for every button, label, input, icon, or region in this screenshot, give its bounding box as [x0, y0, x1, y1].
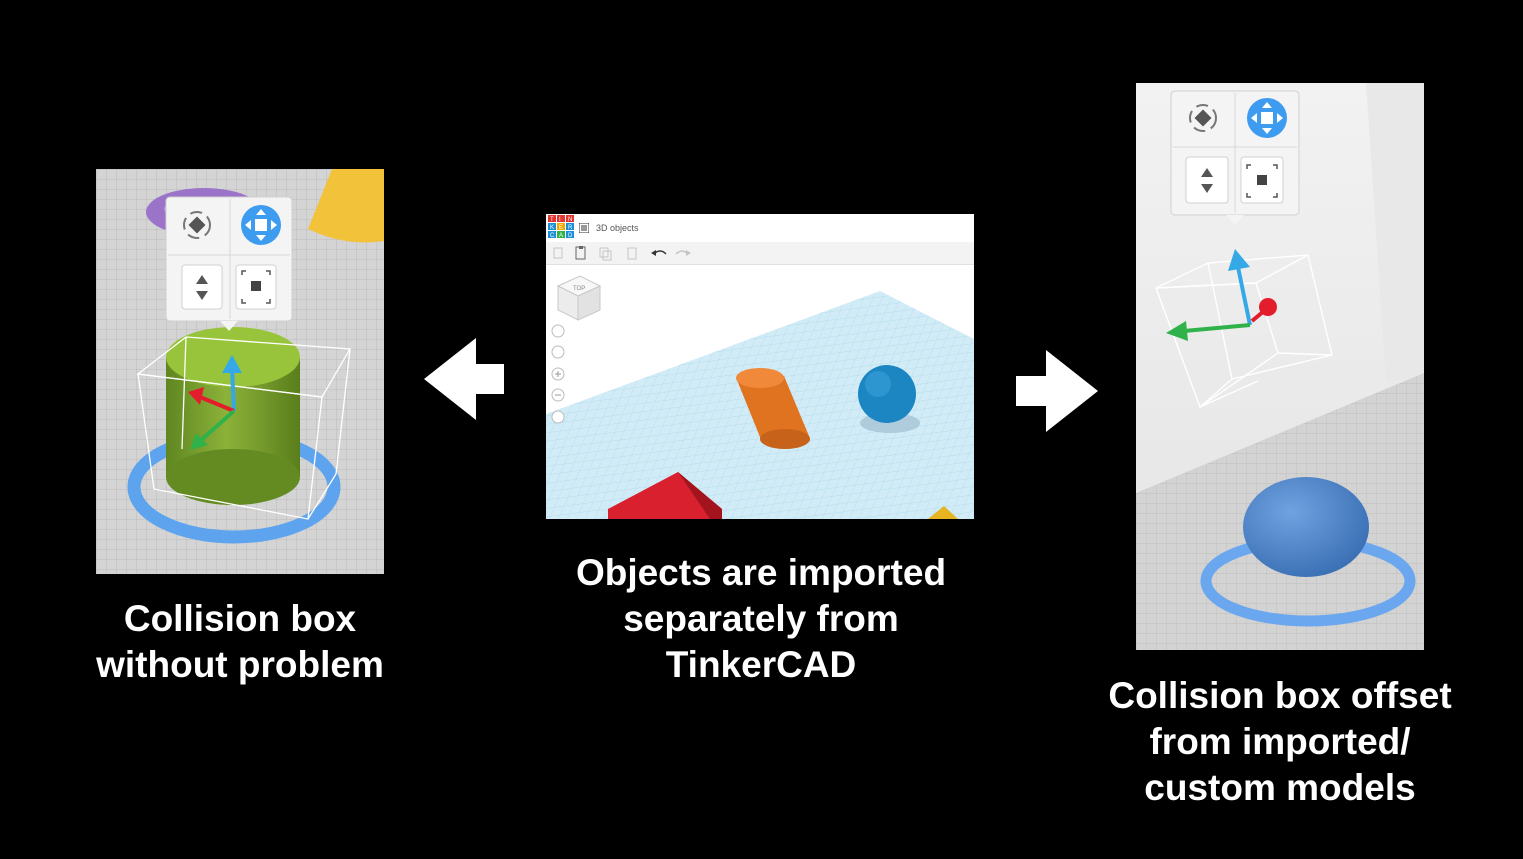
center-caption-line-3: TinkerCAD: [665, 644, 857, 685]
center-caption-line-2: separately from: [623, 598, 899, 639]
logo-letter: K: [550, 225, 554, 231]
right-caption-line-1: Collision box offset: [1108, 675, 1452, 716]
view-controls[interactable]: [551, 324, 565, 424]
logo-letter: T: [550, 217, 554, 223]
move-icon[interactable]: [1247, 98, 1287, 138]
right-caption-line-2: from imported/: [1149, 721, 1411, 762]
logo-letter: N: [568, 217, 572, 223]
scale-icon[interactable]: [235, 264, 277, 310]
blue-sphere: [1243, 477, 1369, 577]
left-ar-screenshot: [96, 169, 384, 574]
copy-icon[interactable]: [553, 247, 563, 259]
redo-icon[interactable]: [675, 250, 691, 256]
height-arrows-icon[interactable]: [1185, 156, 1229, 204]
tinkercad-logo: T I N K E R C A D: [548, 215, 574, 239]
center-caption: Objects are imported separately from Tin…: [540, 550, 982, 688]
tinkercad-screenshot: TOP T I N K E R C A D: [546, 214, 974, 519]
red-box: [608, 472, 722, 519]
collision-box: [1155, 254, 1333, 409]
logo-letter: D: [568, 233, 573, 239]
arrow-left-icon: [424, 338, 504, 420]
right-ar-screenshot: [1136, 83, 1424, 650]
tinkercad-toolbar: [546, 242, 974, 265]
logo-letter: A: [559, 233, 563, 239]
right-scene: [1136, 83, 1424, 650]
tinkercad-header: T I N K E R C A D 3D objects: [546, 214, 974, 243]
duplicate-icon[interactable]: [599, 247, 612, 261]
logo-letter: I: [559, 217, 561, 223]
view-cube[interactable]: TOP: [556, 275, 602, 321]
axis-gizmo: [1166, 249, 1277, 341]
left-caption-line-1: Collision box: [123, 598, 357, 639]
right-caption: Collision box offset from imported/ cust…: [1080, 673, 1480, 811]
view-cube-label: TOP: [573, 286, 585, 292]
blue-sphere: [858, 365, 916, 423]
orange-cylinder: [736, 368, 810, 449]
delete-icon[interactable]: [627, 247, 637, 260]
yellow-cone: [308, 169, 384, 243]
paste-icon[interactable]: [575, 246, 586, 260]
undo-icon[interactable]: [651, 250, 667, 256]
axis-gizmo: [188, 355, 242, 450]
scale-icon[interactable]: [1240, 156, 1284, 204]
design-title[interactable]: 3D objects: [596, 223, 639, 233]
height-arrows-icon[interactable]: [181, 264, 223, 310]
right-caption-line-3: custom models: [1144, 767, 1416, 808]
left-caption: Collision box without problem: [60, 596, 420, 688]
logo-letter: C: [550, 233, 555, 239]
yellow-shape: [928, 506, 958, 519]
arrow-right-icon: [1016, 350, 1098, 432]
left-caption-line-2: without problem: [96, 644, 384, 685]
logo-letter: E: [559, 225, 563, 231]
center-caption-line-1: Objects are imported: [575, 552, 947, 593]
collision-box: [136, 336, 352, 520]
logo-letter: R: [568, 225, 573, 231]
left-scene: [96, 169, 384, 574]
list-icon[interactable]: [579, 223, 589, 233]
move-icon[interactable]: [241, 205, 281, 245]
